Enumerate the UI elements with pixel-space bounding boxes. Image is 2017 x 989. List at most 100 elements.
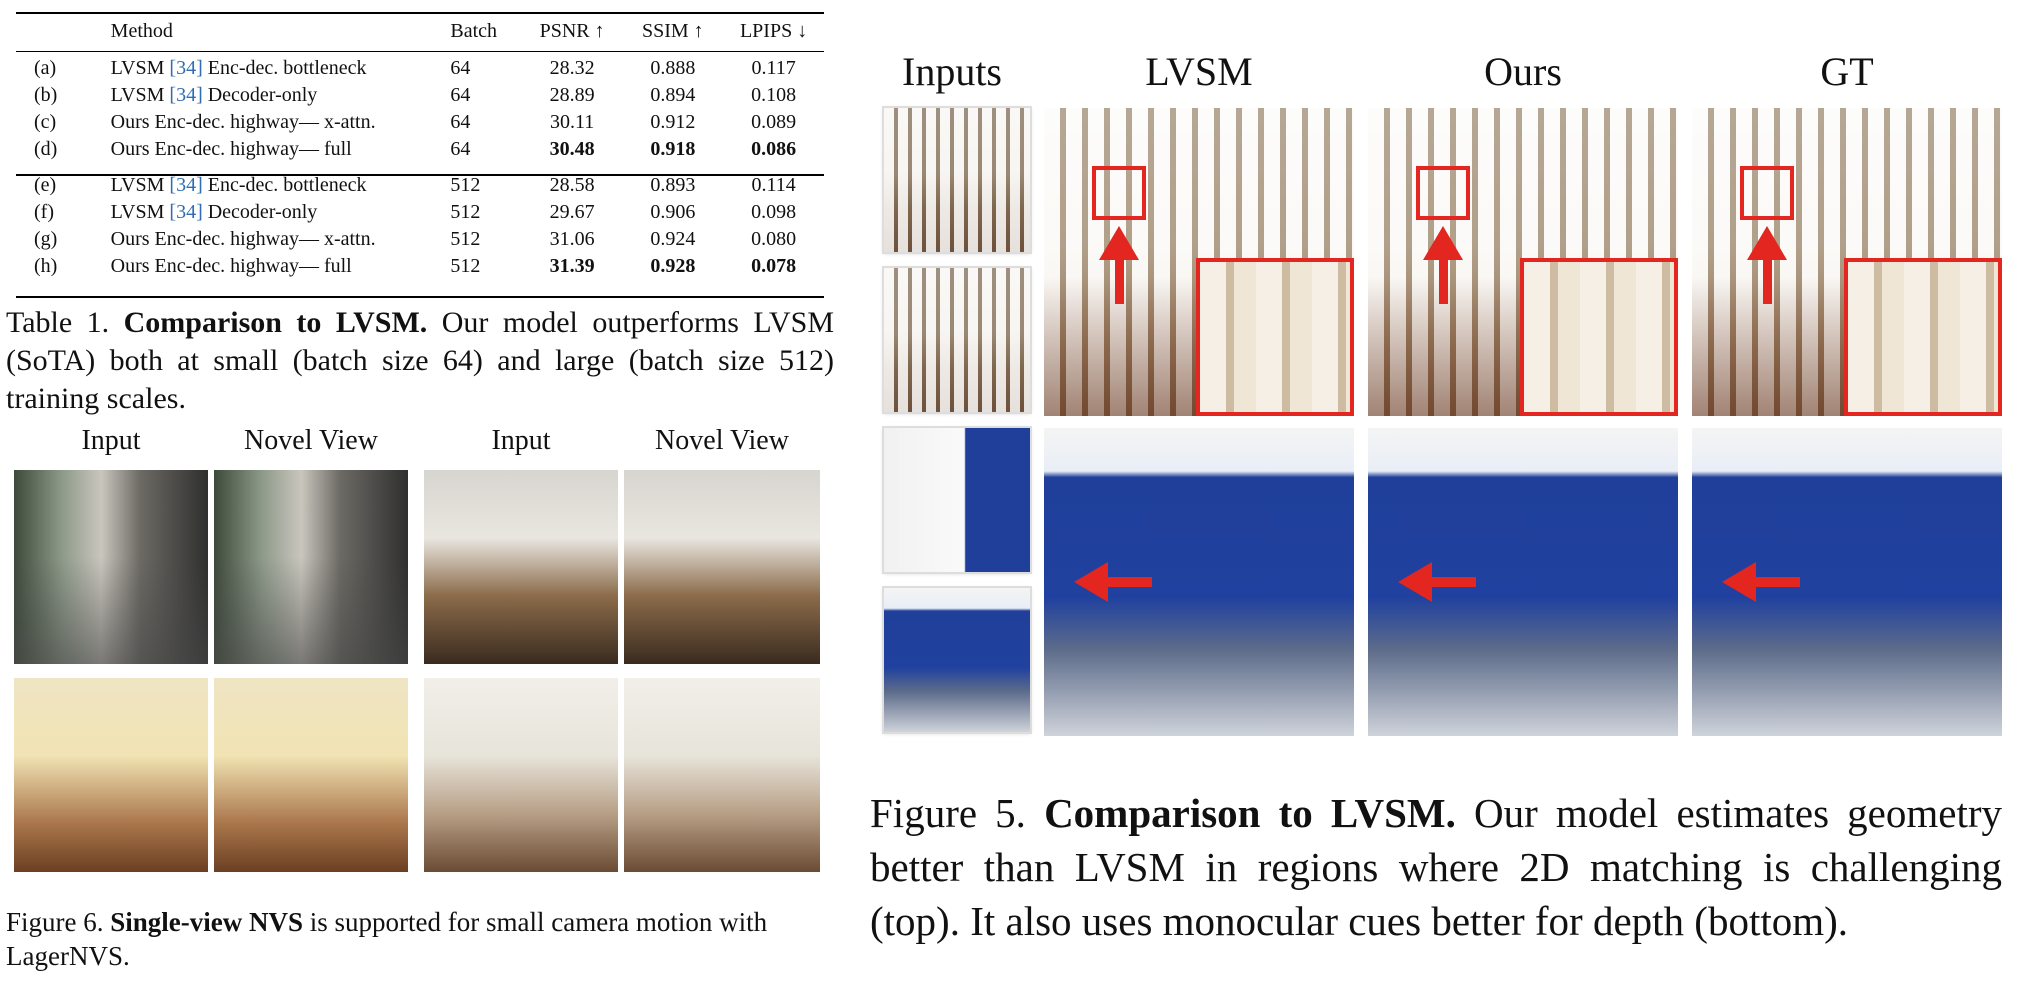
fig5-input-stairs-2	[884, 268, 1030, 412]
table-caption: Table 1. Comparison to LVSM. Our model o…	[6, 304, 834, 416]
fig6-caption: Figure 6. Single-view NVS is supported f…	[6, 905, 834, 973]
fig5-lvsm-left-arrow-stem	[1106, 577, 1152, 587]
method-text: LVSM	[110, 57, 170, 79]
fig5-gt-focus-box	[1740, 166, 1794, 220]
batch-cell: 64	[450, 111, 471, 133]
lpips-cell: 0.086	[751, 138, 797, 160]
row-id-cell: (b)	[34, 84, 58, 106]
row-id-cell: (d)	[34, 138, 58, 160]
fig5-gt-left-arrow-icon	[1722, 562, 1756, 602]
fig5-lvsm-left-arrow-icon	[1074, 562, 1108, 602]
table-top-rule	[16, 12, 824, 14]
fig6-hallway-novel-image	[214, 678, 408, 872]
fig5-gt-zoom-inset	[1844, 258, 2002, 416]
fig5-ours-arrow-stem	[1439, 258, 1448, 304]
fig5-gt-left-arrow-stem	[1754, 577, 1800, 587]
table-caption-prefix: Table 1.	[6, 306, 124, 339]
ssim-cell: 0.928	[650, 255, 696, 277]
fig6-caption-prefix: Figure 6.	[6, 907, 111, 937]
fig5-caption-text: Our model estimates geometry better than…	[870, 790, 2002, 944]
fig5-input-bedroom-2	[884, 588, 1030, 732]
method-text: Ours Enc-dec. highway— x-attn.	[110, 111, 376, 133]
fig5-ours-zoom-inset	[1520, 258, 1678, 416]
psnr-cell: 28.58	[549, 174, 595, 196]
method-cell: LVSM [34] Decoder-only	[111, 82, 451, 109]
fig5-label-inputs: Inputs	[902, 49, 1002, 94]
batch-cell: 64	[450, 57, 471, 79]
fig5-ours-focus-box	[1416, 166, 1470, 220]
ssim-cell: 0.924	[650, 228, 696, 250]
citation-link[interactable]: [34]	[169, 84, 203, 106]
table-caption-bold: Comparison to LVSM.	[123, 306, 428, 339]
row-id-cell: (c)	[34, 111, 57, 133]
table-header-row: Method Batch PSNR ↑ SSIM ↑ LPIPS ↓	[16, 12, 824, 50]
citation-link[interactable]: [34]	[169, 201, 203, 223]
batch-cell: 64	[450, 84, 471, 106]
fig5-lvsm-arrow-stem	[1115, 258, 1124, 304]
table-mid-rule	[16, 174, 824, 176]
method-variant-text: Decoder-only	[202, 201, 318, 223]
psnr-cell: 30.48	[549, 138, 595, 160]
lpips-cell: 0.098	[751, 201, 797, 223]
fig6-caption-bold: Single-view NVS	[110, 907, 304, 937]
fig5-label-gt: GT	[1820, 49, 1874, 94]
fig5-lvsm-bedroom-image	[1044, 428, 1354, 736]
table-caption-text: Our model outperforms LVSM (SoTA) both a…	[6, 306, 834, 415]
citation-link[interactable]: [34]	[169, 174, 203, 196]
ssim-cell: 0.893	[650, 174, 696, 196]
citation-link[interactable]: [34]	[169, 57, 203, 79]
ssim-cell: 0.894	[650, 84, 696, 106]
ssim-cell: 0.888	[650, 57, 696, 79]
header-ssim: SSIM ↑	[641, 19, 704, 42]
batch-cell: 512	[450, 201, 481, 223]
table-header-rule	[16, 51, 824, 52]
fig6-attic-novel-image	[624, 678, 820, 872]
fig6-caption-text: is supported for small camera motion wit…	[6, 907, 768, 971]
method-variant-text: Enc-dec. bottleneck	[202, 57, 367, 79]
fig5-input-stairs-1	[884, 108, 1030, 252]
method-text: LVSM	[110, 84, 170, 106]
fig5-lvsm-focus-box	[1092, 166, 1146, 220]
fig6-attic-input-image	[424, 678, 618, 872]
fig5-caption: Figure 5. Comparison to LVSM. Our model …	[870, 786, 2002, 948]
fig5-ours-left-arrow-icon	[1398, 562, 1432, 602]
psnr-cell: 31.39	[549, 255, 595, 277]
fig6-label-input-1: Input	[81, 425, 141, 456]
fig6-dining-novel-image	[624, 470, 820, 664]
comparison-table: Method Batch PSNR ↑ SSIM ↑ LPIPS ↓ (a) LV…	[16, 12, 824, 280]
lpips-cell: 0.080	[751, 228, 797, 250]
ssim-cell: 0.918	[650, 138, 696, 160]
method-text: Ours Enc-dec. highway— full	[110, 138, 352, 160]
method-cell: Ours Enc-dec. highway— x-attn.	[111, 226, 451, 253]
fig5-input-bedroom-1	[884, 428, 1030, 572]
table-bottom-rule	[16, 296, 824, 298]
lpips-cell: 0.108	[751, 84, 797, 106]
fig6-cafe-input-image	[14, 470, 208, 664]
fig6-cafe-novel-image	[214, 470, 408, 664]
header-batch: Batch	[450, 19, 498, 42]
fig5-caption-bold: Comparison to LVSM.	[1044, 790, 1456, 836]
row-id-cell: (a)	[34, 57, 57, 79]
method-variant-text: Enc-dec. bottleneck	[202, 174, 367, 196]
psnr-cell: 30.11	[549, 111, 595, 133]
fig6-dining-input-image	[424, 470, 618, 664]
method-text: Ours Enc-dec. highway— full	[110, 255, 352, 277]
lpips-cell: 0.117	[751, 57, 796, 79]
method-cell: LVSM [34] Enc-dec. bottleneck	[111, 163, 451, 199]
method-text: LVSM	[110, 201, 170, 223]
fig5-gt-bedroom-image	[1692, 428, 2002, 736]
header-method: Method	[110, 19, 173, 42]
fig6-label-novel-2: Novel View	[655, 425, 789, 456]
fig5-label-lvsm: LVSM	[1145, 49, 1253, 94]
lpips-cell: 0.114	[751, 174, 796, 196]
method-text: Ours Enc-dec. highway— x-attn.	[110, 228, 376, 250]
method-cell: Ours Enc-dec. highway— x-attn.	[111, 109, 451, 136]
batch-cell: 512	[450, 255, 481, 277]
ssim-cell: 0.912	[650, 111, 696, 133]
method-cell: LVSM [34] Enc-dec. bottleneck	[111, 50, 451, 82]
lpips-cell: 0.089	[751, 111, 797, 133]
